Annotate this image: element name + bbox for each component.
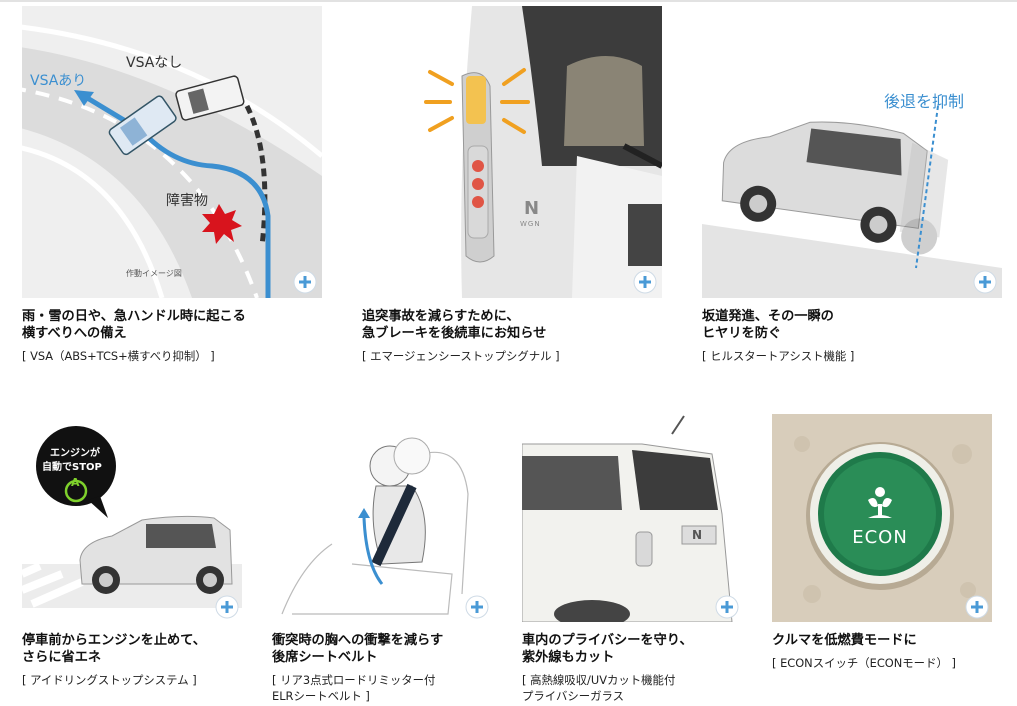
feature-subtitle: [ リア3点式ロードリミッター付 ELRシートベルト ] [272, 672, 435, 704]
feature-title-line1: 坂道発進、その一瞬の [702, 309, 834, 324]
feature-subtitle-line2: ELRシートベルト ] [272, 689, 370, 703]
feature-title: 停車前からエンジンを止めて、 さらに省エネ [22, 632, 206, 666]
feature-card-econ[interactable]: ECON クルマを低燃費モードに [ ECONスイッチ（ECONモード） ] [772, 414, 992, 706]
seatbelt-image[interactable] [272, 414, 492, 622]
feature-title: 衝突時の胸への衝撃を減らす 後席シートベルト [272, 632, 443, 666]
feature-title-line1: 停車前からエンジンを止めて、 [22, 633, 206, 648]
badge-wgn: WGN [520, 220, 541, 228]
rollback-label: 後退を抑制 [884, 92, 965, 111]
econ-button-label: ECON [852, 527, 908, 548]
hill-start-image[interactable] [702, 6, 1002, 298]
feature-card-privacy-glass[interactable]: N 車内のプライバシーを守り、 紫外線もカット [ 高熱線吸収/UVカット機能付… [522, 414, 742, 706]
feature-title-line2: 横すべりへの備え [22, 326, 127, 341]
feature-subtitle-line1: [ 高熱線吸収/UVカット機能付 [522, 673, 676, 687]
obstacle-label: 障害物 [166, 193, 208, 209]
feature-title-line1: 追突事故を減らすために、 [362, 309, 520, 324]
a-circle-icon: A [71, 476, 80, 489]
feature-subtitle: [ VSA（ABS+TCS+横すべり抑制） ] [22, 349, 215, 363]
vsa-label-on: VSAあり [30, 73, 87, 89]
feature-title-line1: 車内のプライバシーを守り、 [522, 633, 693, 648]
feature-subtitle: [ ヒルスタートアシスト機能 ] [702, 349, 855, 363]
feature-title-line2: 後席シートベルト [272, 650, 378, 665]
feature-card-idling-stop[interactable]: エンジンが 自動でSTOP A 停車前からエンジンを止めて、 さらに省エネ [ … [22, 414, 242, 706]
feature-subtitle: [ 高熱線吸収/UVカット機能付 プライバシーガラス [522, 672, 675, 704]
vsa-image[interactable] [22, 6, 322, 298]
feature-subtitle-line1: [ リア3点式ロードリミッター付 [272, 673, 436, 687]
econ-image[interactable] [772, 414, 992, 622]
feature-card-emergency-stop-signal[interactable]: N WGN 追突事故を減らすために、 急ブレーキを後続車にお知らせ [ エマージ… [362, 6, 662, 366]
badge-n: N [524, 198, 540, 219]
auto-stop-bubble-line2: 自動でSTOP [42, 462, 102, 473]
feature-subtitle: [ ECONスイッチ（ECONモード） ] [772, 656, 956, 670]
feature-subtitle-line2: プライバシーガラス [522, 689, 625, 703]
feature-title: クルマを低燃費モードに [772, 632, 917, 649]
badge-n: N [692, 528, 703, 542]
feature-card-rear-seatbelt[interactable]: 衝突時の胸への衝撃を減らす 後席シートベルト [ リア3点式ロードリミッター付 … [272, 414, 492, 706]
feature-title-line1: 雨・雪の日や、急ハンドル時に起こる [22, 309, 246, 324]
feature-title-line2: さらに省エネ [22, 650, 102, 665]
vsa-label-off: VSAなし [126, 55, 183, 71]
feature-title-line1: クルマを低燃費モードに [772, 633, 917, 648]
leaf-icon [868, 484, 892, 508]
top-divider [0, 0, 1017, 2]
feature-card-hill-start-assist[interactable]: 後退を抑制 坂道発進、その一瞬の ヒヤリを防ぐ [ ヒルスタートアシスト機能 ] [702, 6, 1002, 366]
feature-title: 雨・雪の日や、急ハンドル時に起こる 横すべりへの備え [22, 308, 246, 342]
idling-stop-image[interactable] [22, 414, 242, 622]
auto-stop-bubble-line1: エンジンが [50, 448, 100, 459]
privacy-glass-image[interactable] [522, 414, 742, 622]
feature-title-line2: 急ブレーキを後続車にお知らせ [362, 326, 547, 341]
feature-title-line1: 衝突時の胸への衝撃を減らす [272, 633, 444, 648]
feature-title: 車内のプライバシーを守り、 紫外線もカット [522, 632, 693, 666]
image-caption: 作動イメージ図 [126, 269, 182, 278]
feature-subtitle: [ アイドリングストップシステム ] [22, 673, 197, 687]
feature-title: 坂道発進、その一瞬の ヒヤリを防ぐ [702, 308, 834, 342]
feature-subtitle: [ エマージェンシーストップシグナル ] [362, 349, 560, 363]
feature-title-line2: ヒヤリを防ぐ [702, 326, 782, 341]
feature-card-vsa[interactable]: VSAあり VSAなし 障害物 作動イメージ図 雨・雪の日や、急ハンドル時に起こ… [22, 6, 322, 366]
emergency-stop-image[interactable] [362, 6, 662, 298]
feature-title: 追突事故を減らすために、 急ブレーキを後続車にお知らせ [362, 308, 546, 342]
feature-title-line2: 紫外線もカット [522, 650, 615, 665]
